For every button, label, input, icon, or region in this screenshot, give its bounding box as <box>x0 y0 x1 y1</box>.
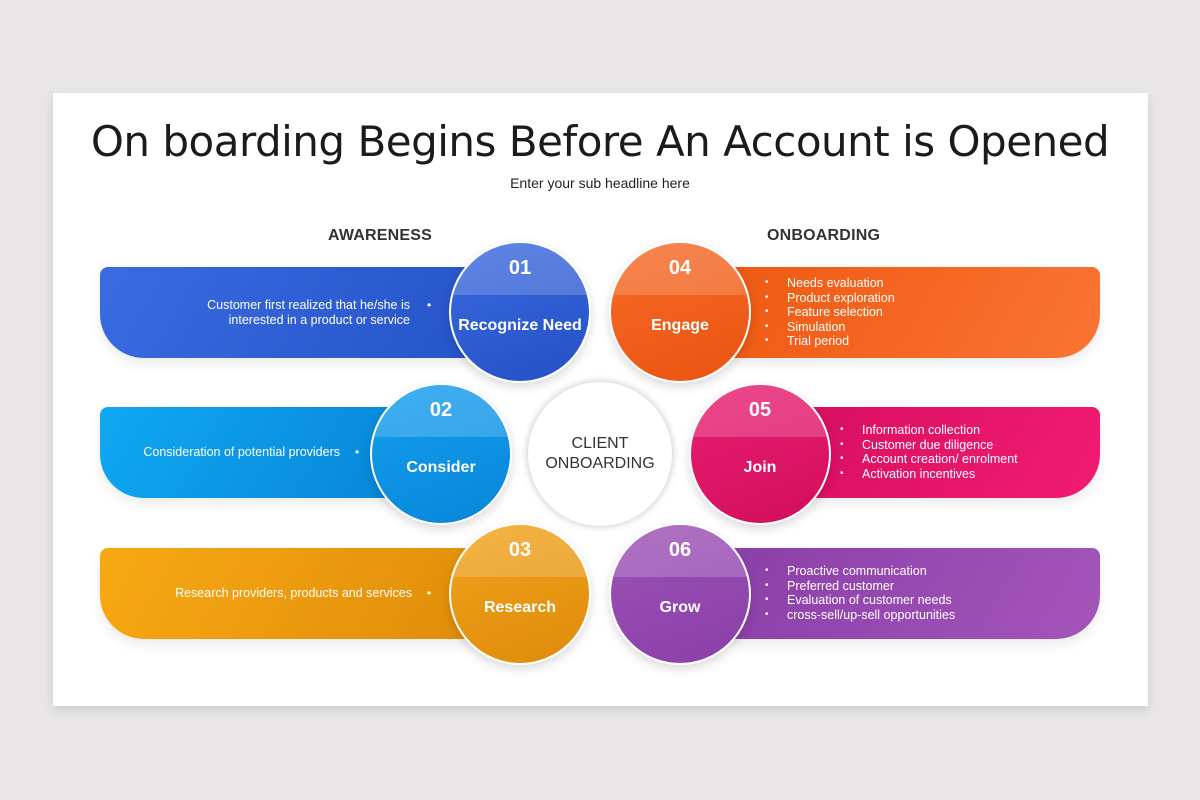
step-06-bullet: Proactive communication <box>765 564 955 579</box>
step-03-label: Research <box>483 599 557 616</box>
step-03-bar: Research providers, products and service… <box>100 548 500 639</box>
step-01-number: 01 <box>508 257 532 279</box>
step-05-bullet: Activation incentives <box>840 467 1018 482</box>
step-01-label: Recognize Need <box>458 317 582 334</box>
step-01-circle: 01 Recognize Need <box>449 241 591 383</box>
step-04-bullet: Trial period <box>765 334 895 349</box>
step-06-bullet: Evaluation of customer needs <box>765 593 955 608</box>
step-06-circle: 06 Grow <box>609 523 751 665</box>
step-05-bullet: Information collection <box>840 423 1018 438</box>
step-01-text-line-2: interested in a product or service <box>228 312 410 327</box>
section-heading-awareness: AWARENESS <box>328 227 433 244</box>
hub-label-line-2: ONBOARDING <box>545 455 655 472</box>
step-06-bullet: cross-sell/up-sell opportunities <box>765 608 955 623</box>
section-heading-onboarding: ONBOARDING <box>767 227 881 244</box>
step-05-number: 05 <box>748 399 772 421</box>
step-05-bullet: Customer due diligence <box>840 438 1018 453</box>
bullet-dot: • <box>427 586 432 600</box>
step-02-circle: 02 Consider <box>370 383 512 525</box>
step-03-number: 03 <box>508 539 532 561</box>
step-02-bar: Consideration of potential providers • <box>100 407 420 498</box>
step-04-circle: 04 Engage <box>609 241 751 383</box>
step-02-number: 02 <box>429 399 453 421</box>
step-02-text-line-1: Consideration of potential providers <box>143 445 340 459</box>
step-05-bar: Information collection Customer due dili… <box>810 407 1100 498</box>
step-01-bar: Customer first realized that he/she is i… <box>100 267 500 358</box>
step-06-bar: Proactive communication Preferred custom… <box>730 548 1100 639</box>
step-06-bullet: Preferred customer <box>765 579 955 594</box>
step-02-label: Consider <box>406 459 476 476</box>
step-06-label: Grow <box>659 599 701 616</box>
bullet-dot: • <box>355 445 360 459</box>
step-04-bullet: Feature selection <box>765 305 895 320</box>
step-06-number: 06 <box>668 539 692 561</box>
bullet-dot: • <box>427 298 432 312</box>
client-onboarding-hub: CLIENT ONBOARDING <box>528 382 672 526</box>
step-05-bullet: Account creation/ enrolment <box>840 452 1018 467</box>
step-04-number: 04 <box>668 257 692 279</box>
step-04-bullet: Needs evaluation <box>765 276 895 291</box>
step-04-label: Engage <box>651 317 709 334</box>
hub-label-line-1: CLIENT <box>571 435 629 452</box>
sub-headline: Enter your sub headline here <box>510 175 690 191</box>
step-05-circle: 05 Join <box>689 383 831 525</box>
step-04-bullet: Product exploration <box>765 291 895 306</box>
step-04-bar: Needs evaluation Product exploration Fea… <box>730 267 1100 358</box>
step-03-circle: 03 Research <box>449 523 591 665</box>
step-04-bullet: Simulation <box>765 320 895 335</box>
page-title: On boarding Begins Before An Account is … <box>90 117 1110 166</box>
step-05-label: Join <box>743 459 777 476</box>
step-03-text-line-1: Research providers, products and service… <box>175 586 412 600</box>
step-01-text-line-1: Customer first realized that he/she is <box>207 298 410 312</box>
